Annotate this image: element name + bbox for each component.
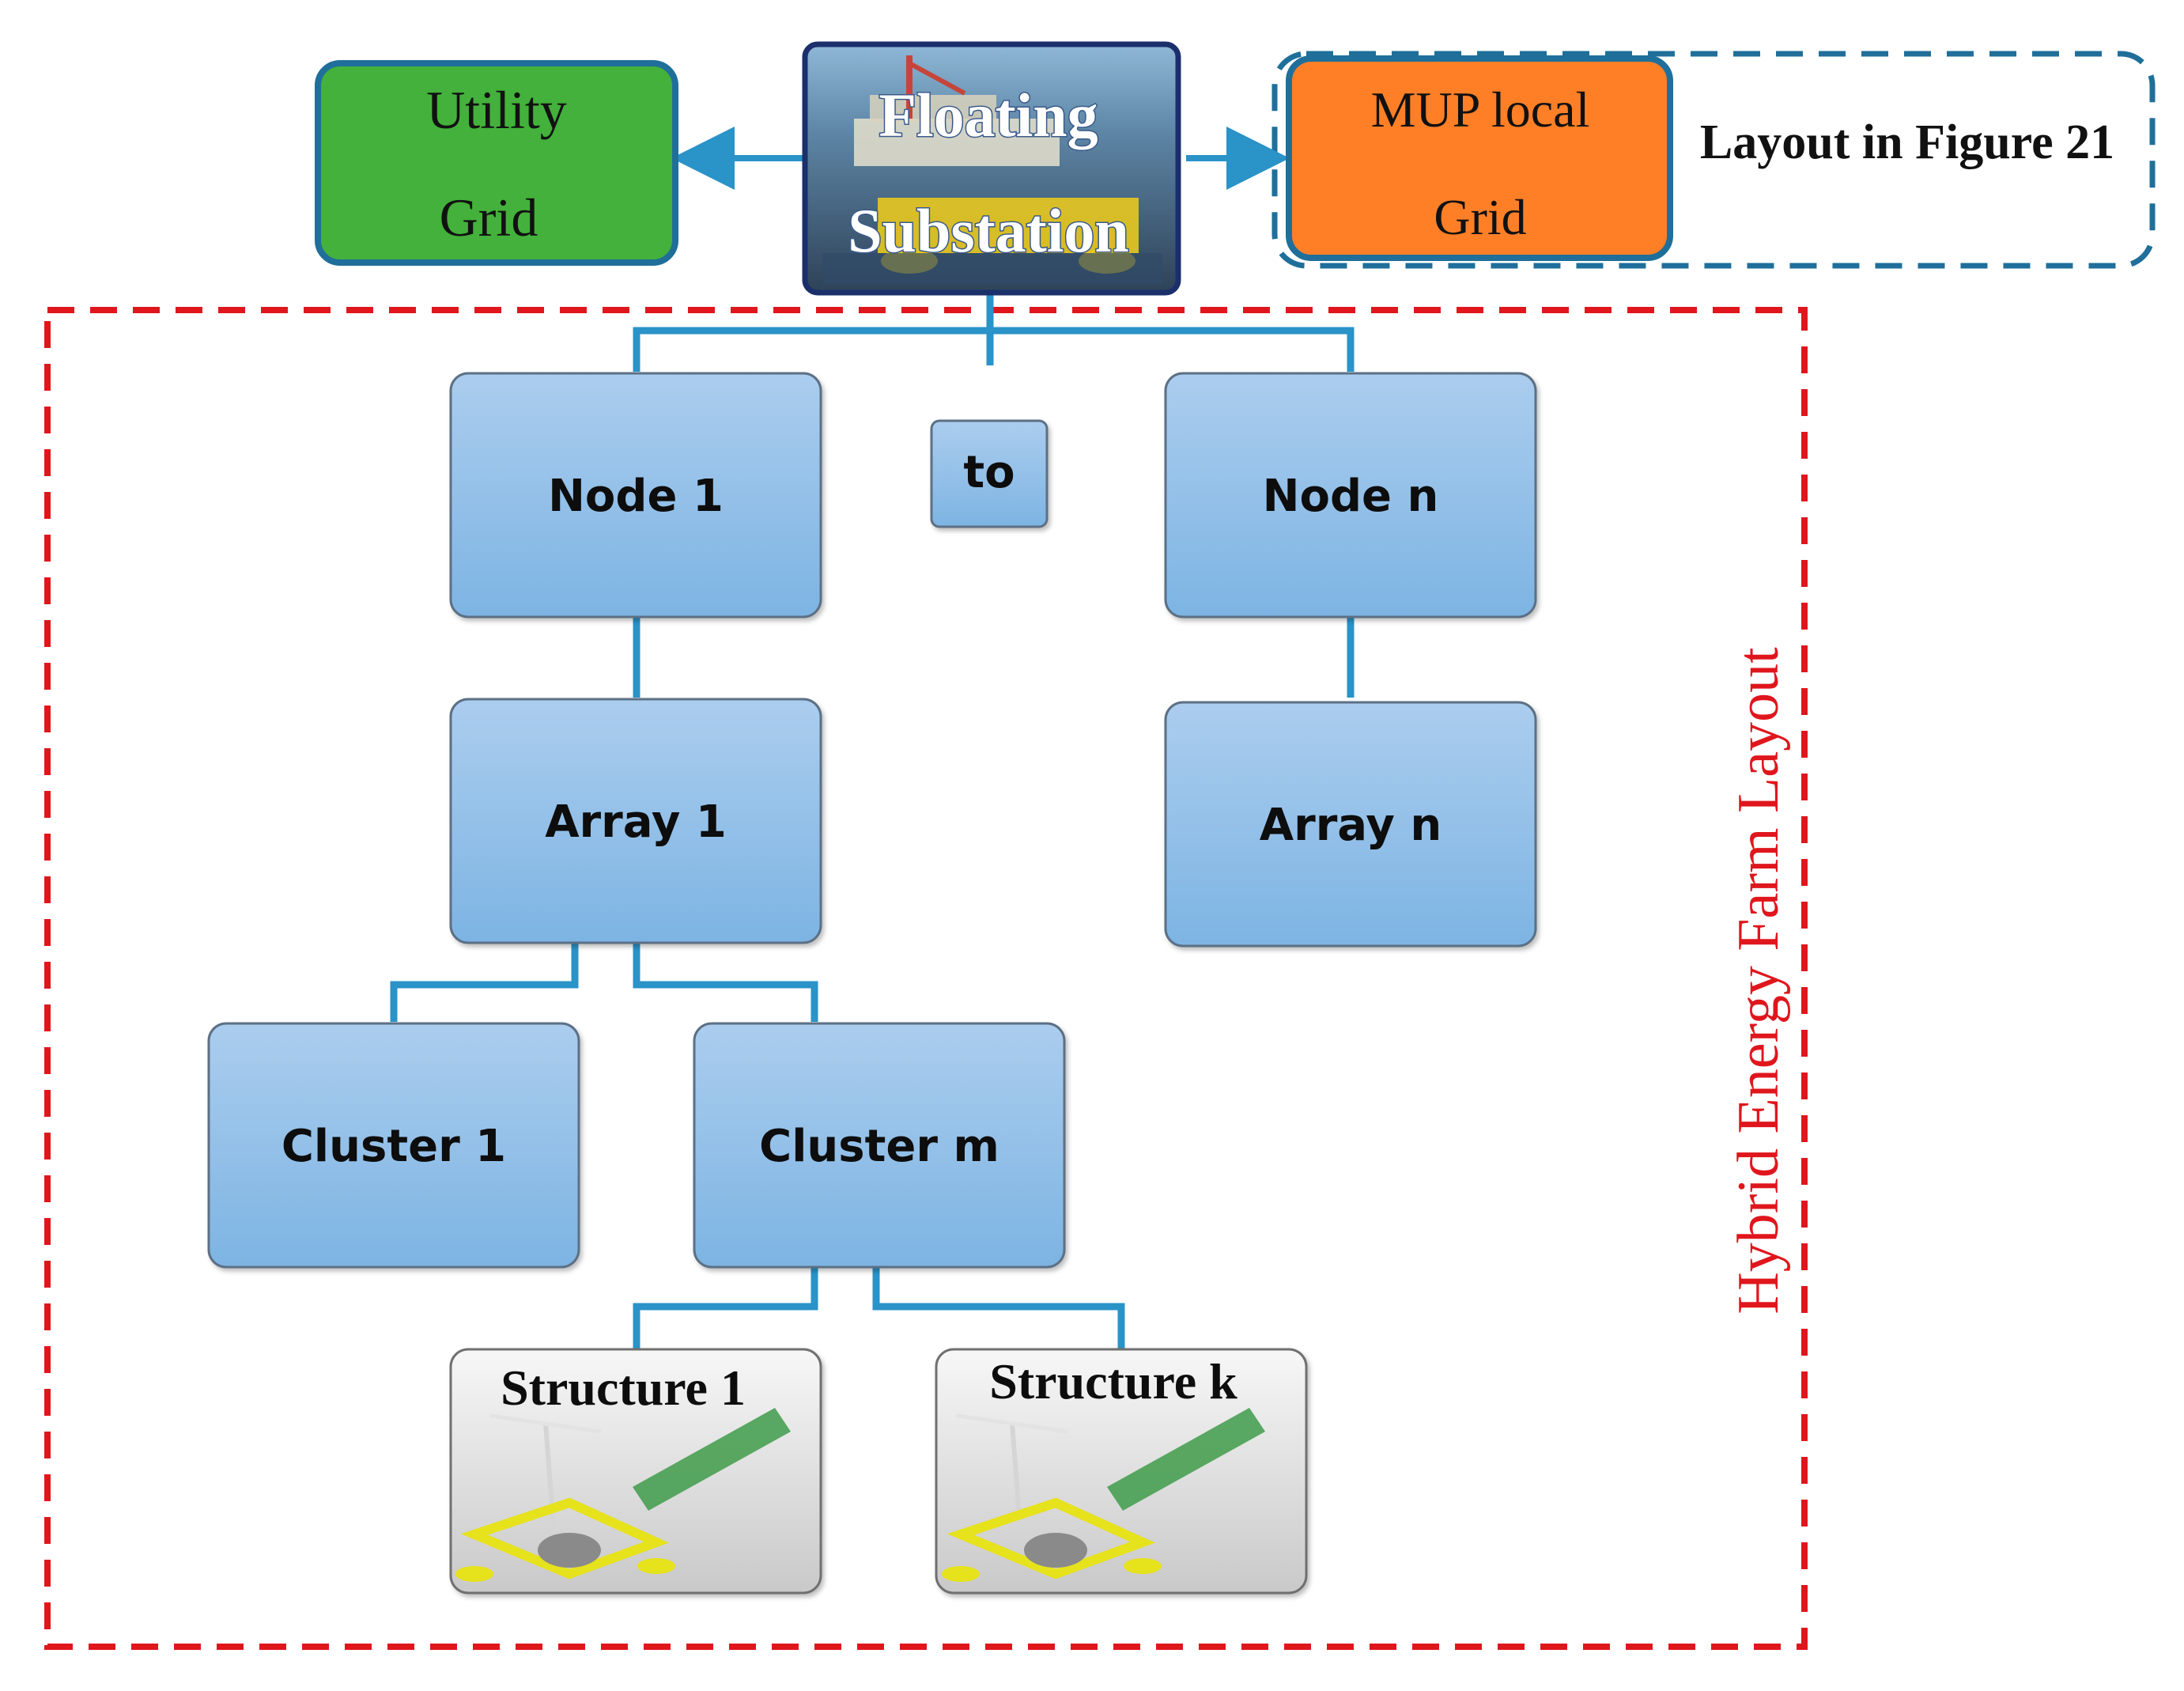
mup-grid-line1: MUP local <box>1371 81 1590 138</box>
cluster1-box: Cluster 1 <box>207 1022 580 1269</box>
node1-label: Node 1 <box>548 471 724 522</box>
arrayn-box: Array n <box>1164 701 1537 948</box>
farm-layout-frame <box>44 307 1808 1650</box>
utility-grid-rect <box>315 60 678 266</box>
connector-bus <box>633 327 1355 372</box>
structurek-label: Structure k <box>989 1353 1237 1409</box>
connector-lines <box>390 294 1355 1349</box>
floating-substation-line1: Floating <box>879 81 1098 149</box>
utility-grid-line1: Utility <box>426 80 567 140</box>
noden-box: Node n <box>1164 372 1537 619</box>
mup-grid-rect <box>1286 55 1673 261</box>
clusterm-label: Cluster m <box>759 1121 999 1172</box>
array1-label: Array 1 <box>545 796 727 848</box>
floating-substation-box: Floating Substation <box>802 41 1181 296</box>
connector-clusterm-structure1 <box>633 1267 818 1349</box>
structurek-box: Structure k <box>935 1348 1308 1595</box>
mup-grid-box: MUP local Grid <box>1286 55 1673 261</box>
layout-reference-label: Layout in Figure 21 <box>1700 115 2114 169</box>
structurek-illustration <box>942 1408 1265 1582</box>
substation-illustration <box>822 55 1162 285</box>
connector-array1-clusterm <box>633 943 818 1022</box>
arrayn-label: Array n <box>1260 800 1442 851</box>
mup-layout-frame <box>1271 51 2156 269</box>
node1-box: Node 1 <box>449 372 822 619</box>
connector-clusterm-structurek <box>872 1267 1125 1349</box>
utility-grid-line2: Grid <box>440 187 538 248</box>
array1-box: Array 1 <box>449 698 822 944</box>
connector-array1-cluster1 <box>390 943 579 1022</box>
clusterm-box: Cluster m <box>693 1022 1066 1269</box>
to-label: to <box>963 447 1015 498</box>
utility-grid-box: Utility Grid <box>315 60 678 266</box>
to-box: to <box>930 419 1049 528</box>
mup-grid-line2: Grid <box>1434 189 1526 245</box>
structure1-box: Structure 1 <box>449 1348 822 1595</box>
structure1-label: Structure 1 <box>501 1360 746 1416</box>
structure1-illustration <box>455 1408 791 1582</box>
floating-substation-line2: Substation <box>848 196 1129 265</box>
noden-label: Node n <box>1263 471 1439 522</box>
farm-side-label: Hybrid Energy Farm Layout <box>1726 647 1791 1315</box>
cluster1-label: Cluster 1 <box>282 1121 506 1172</box>
